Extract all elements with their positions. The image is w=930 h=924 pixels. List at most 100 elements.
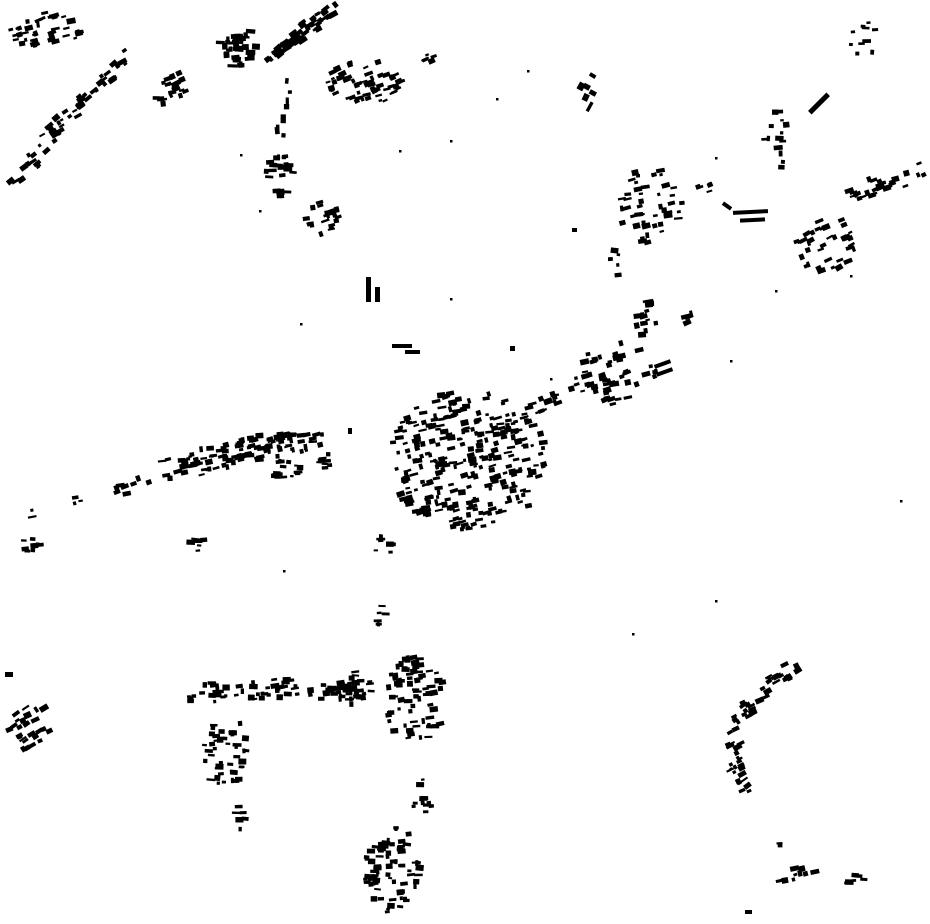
building — [520, 437, 528, 442]
building — [183, 462, 190, 469]
building — [73, 36, 78, 40]
building — [902, 169, 910, 177]
building — [426, 800, 432, 807]
building — [11, 177, 21, 185]
building — [844, 186, 855, 195]
building — [607, 359, 613, 364]
building — [24, 549, 31, 553]
building — [290, 474, 294, 478]
building — [222, 736, 228, 741]
building — [754, 696, 765, 705]
building — [536, 430, 545, 438]
building — [418, 428, 427, 433]
building — [58, 123, 65, 129]
building — [434, 469, 444, 477]
building — [199, 691, 206, 695]
building — [386, 837, 390, 842]
building — [819, 242, 827, 249]
building — [391, 879, 397, 885]
building — [460, 419, 470, 427]
building — [523, 418, 530, 425]
building — [424, 735, 433, 739]
building — [59, 118, 64, 122]
building — [224, 694, 228, 698]
building — [776, 109, 784, 114]
building — [403, 699, 413, 704]
building — [413, 508, 419, 514]
building — [327, 463, 333, 468]
building — [459, 441, 466, 447]
building — [30, 716, 40, 724]
building — [207, 681, 217, 685]
building — [48, 33, 56, 42]
building — [855, 51, 860, 56]
building — [21, 30, 29, 35]
building — [237, 720, 243, 727]
building — [277, 190, 285, 196]
building — [521, 492, 526, 498]
building — [38, 703, 50, 713]
building — [56, 131, 62, 136]
building — [726, 729, 734, 736]
building — [407, 454, 412, 459]
building — [434, 677, 443, 684]
building — [412, 690, 422, 693]
building — [204, 748, 214, 754]
building — [371, 844, 378, 849]
building — [265, 686, 271, 690]
building — [309, 204, 316, 211]
building — [406, 676, 413, 681]
building — [518, 466, 523, 472]
building — [401, 429, 408, 433]
building — [241, 735, 250, 742]
building — [831, 234, 838, 241]
building — [725, 743, 735, 750]
building — [543, 407, 548, 412]
building — [240, 154, 243, 157]
building — [399, 863, 406, 868]
building — [162, 472, 171, 478]
building — [472, 507, 479, 512]
building — [334, 214, 342, 220]
building — [354, 688, 359, 695]
building — [244, 451, 253, 457]
building — [806, 236, 815, 245]
building — [510, 433, 516, 441]
building — [521, 412, 528, 416]
building — [624, 192, 632, 197]
building — [388, 550, 393, 554]
building — [386, 907, 390, 911]
building — [465, 500, 473, 506]
building — [475, 442, 484, 449]
building — [233, 693, 239, 697]
building — [573, 382, 580, 387]
building — [485, 430, 495, 434]
building — [375, 93, 383, 98]
building — [805, 261, 811, 268]
building — [732, 209, 769, 215]
building — [485, 413, 489, 417]
building — [414, 445, 421, 452]
building — [248, 438, 253, 443]
building — [715, 600, 718, 603]
building — [214, 774, 221, 781]
building — [200, 467, 209, 472]
building — [76, 94, 87, 104]
building — [632, 633, 635, 636]
building — [18, 40, 26, 47]
building — [226, 36, 230, 41]
building — [467, 446, 475, 452]
building — [227, 762, 234, 766]
building — [36, 21, 41, 28]
building — [432, 458, 438, 464]
building — [524, 502, 533, 509]
building — [673, 216, 683, 220]
building — [364, 95, 372, 102]
building — [706, 181, 714, 188]
building — [15, 732, 24, 740]
building — [659, 229, 665, 234]
building — [258, 695, 265, 701]
building — [247, 442, 256, 449]
building — [318, 230, 324, 238]
